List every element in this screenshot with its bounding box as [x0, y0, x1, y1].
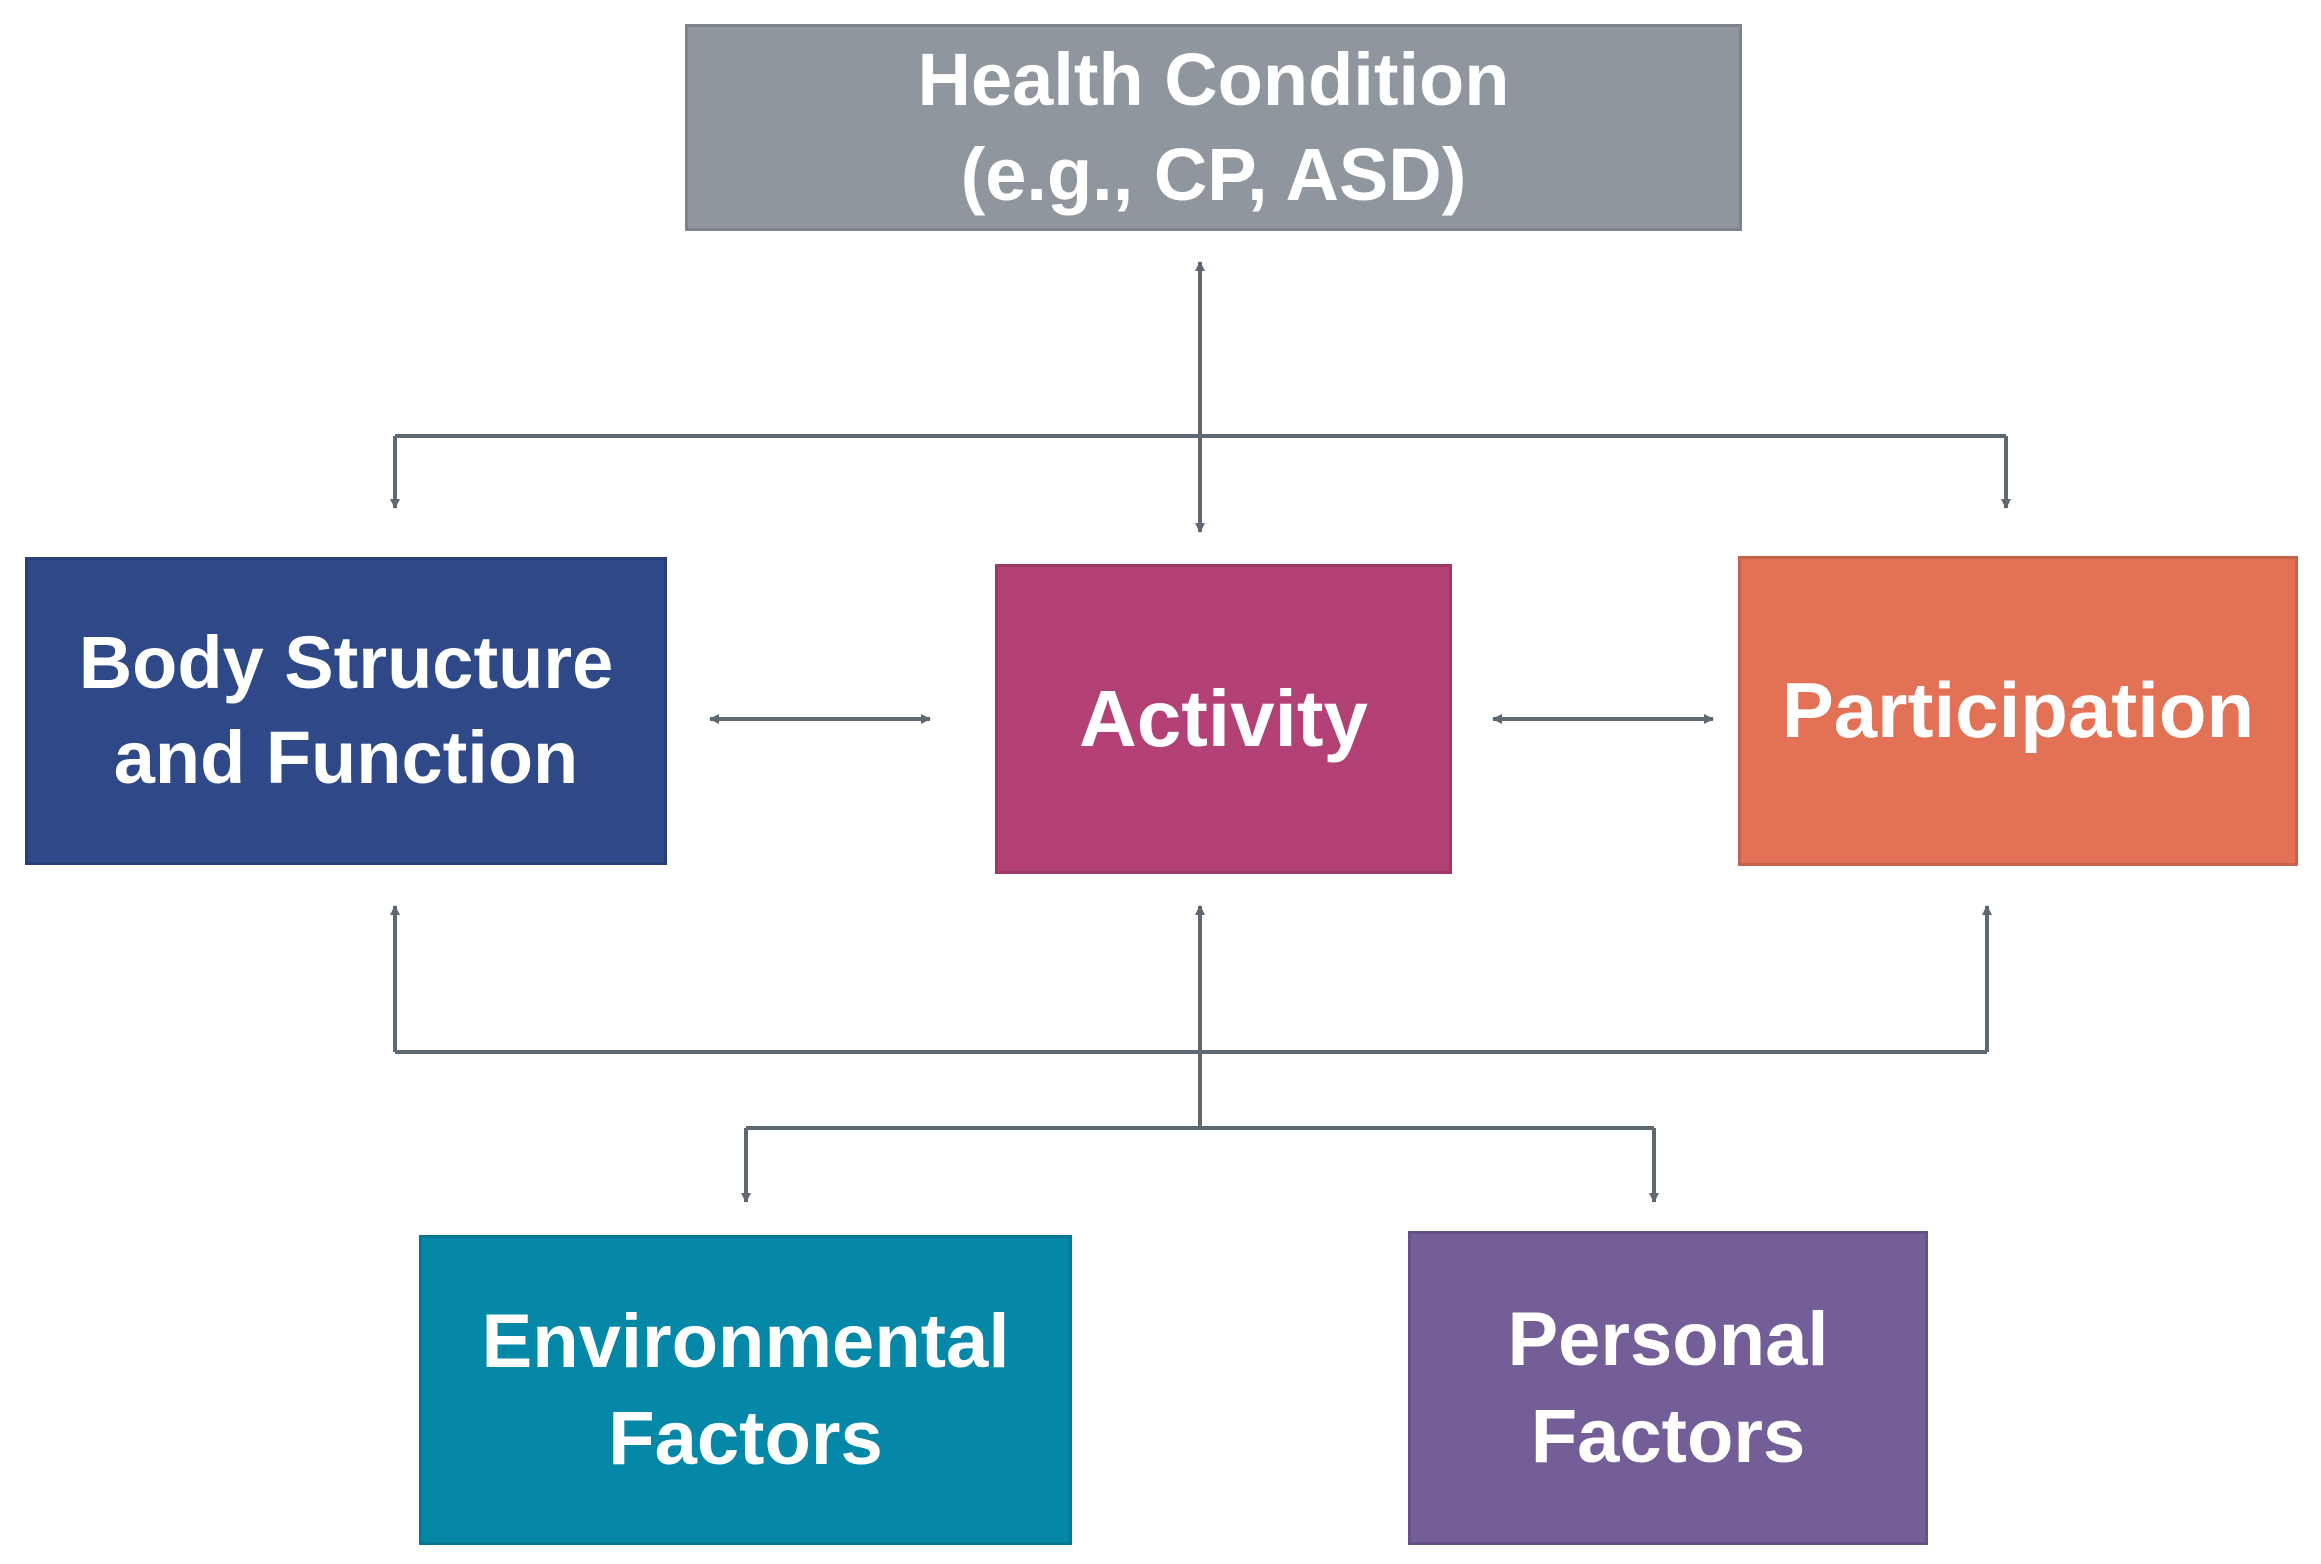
health-condition-line-2: (e.g., CP, ASD) — [960, 132, 1467, 216]
activity-label: Activity — [1079, 673, 1368, 763]
environmental-factors-line-1: Environmental — [481, 1298, 1010, 1384]
environmental-factors-box: Environmental Factors — [419, 1235, 1072, 1545]
activity-box: Activity — [995, 564, 1452, 874]
health-condition-box: Health Condition (e.g., CP, ASD) — [685, 24, 1742, 231]
body-structure-line-2: and Function — [113, 716, 579, 799]
personal-factors-line-1: Personal — [1507, 1296, 1829, 1382]
personal-factors-line-2: Factors — [1530, 1394, 1806, 1479]
environmental-factors-line-2: Factors — [608, 1396, 883, 1481]
participation-box: Participation — [1738, 556, 2298, 866]
body-structure-line-1: Body Structure — [78, 621, 614, 705]
personal-factors-box: Personal Factors — [1408, 1231, 1928, 1545]
body-structure-function-box: Body Structure and Function — [25, 557, 667, 865]
health-condition-line-1: Health Condition — [917, 37, 1510, 121]
participation-label: Participation — [1781, 666, 2255, 755]
